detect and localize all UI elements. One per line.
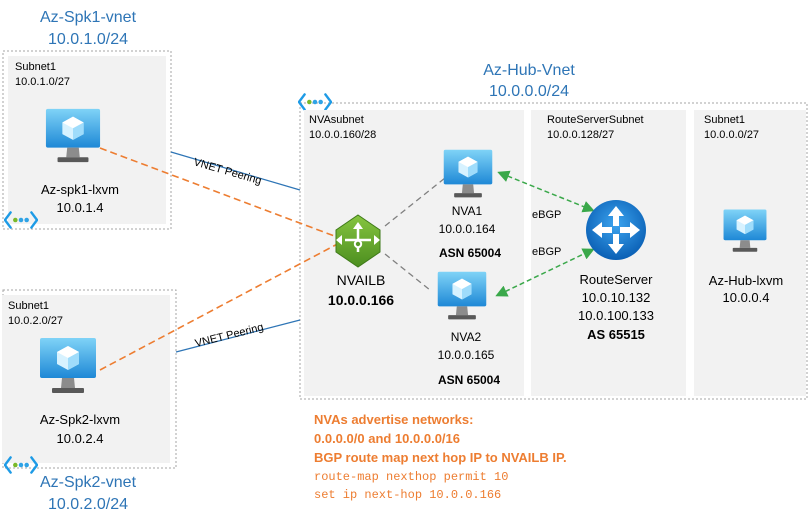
hub-subnet1-name: Subnet1 xyxy=(704,114,745,126)
route-server-ip1: 10.0.10.132 xyxy=(582,290,651,305)
spk2-vnet-title: Az-Spk2-vnet xyxy=(40,474,137,491)
ebgp-label-bottom: eBGP xyxy=(532,246,561,258)
hub-vnet-icon xyxy=(298,93,332,111)
note-code1: route-map nexthop permit 10 xyxy=(314,470,508,484)
hub-vnet-box xyxy=(299,102,808,400)
hub-vm-ip: 10.0.0.4 xyxy=(723,290,770,305)
rs-subnet-cidr: 10.0.0.128/27 xyxy=(547,129,614,141)
route-server-icon xyxy=(586,200,646,260)
spk2-subnet-cidr: 10.0.2.0/27 xyxy=(8,315,63,327)
route-server-ip2: 10.0.100.133 xyxy=(578,308,654,323)
ebgp-link-nva1 xyxy=(497,170,595,213)
spk1-subnet-cidr: 10.0.1.0/27 xyxy=(15,76,70,88)
hub-vnet-title: Az-Hub-Vnet xyxy=(483,62,575,79)
peering-label-bottom: VNET Peering xyxy=(194,321,265,350)
route-server-name: RouteServer xyxy=(580,272,654,287)
spk2-subnet-name: Subnet1 xyxy=(8,300,49,312)
note-line3: BGP route map next hop IP to NVAILB IP. xyxy=(314,450,567,465)
nva-subnet-name: NVAsubnet xyxy=(309,114,364,126)
nva2-name: NVA2 xyxy=(451,330,482,344)
spk1-subnet-name: Subnet1 xyxy=(15,61,56,73)
hub-vnet-cidr: 10.0.0.0/24 xyxy=(489,83,569,100)
spk2-vm-name: Az-Spk2-lxvm xyxy=(40,412,120,427)
nvailb-icon xyxy=(335,214,381,268)
spk2-traffic-path xyxy=(99,239,346,371)
hub-vm-name: Az-Hub-lxvm xyxy=(709,273,783,288)
nva-subnet-cidr: 10.0.0.160/28 xyxy=(309,129,376,141)
spk1-vnet-cidr: 10.0.1.0/24 xyxy=(48,31,128,48)
nva1-ip: 10.0.0.164 xyxy=(439,222,496,236)
note-line2: 0.0.0.0/0 and 10.0.0.0/16 xyxy=(314,431,460,446)
spk2-subnet-box xyxy=(2,295,170,463)
ebgp-link-nva2 xyxy=(495,248,595,297)
peering-label-top: VNET Peering xyxy=(192,156,263,187)
spk1-vm-ip: 10.0.1.4 xyxy=(57,200,104,215)
hub-subnet1-cidr: 10.0.0.0/27 xyxy=(704,129,759,141)
spk2-vnet-cidr: 10.0.2.0/24 xyxy=(48,496,128,513)
route-server-asn: AS 65515 xyxy=(587,327,645,342)
spk1-vm-name: Az-spk1-lxvm xyxy=(41,182,119,197)
spk1-vnet-title: Az-Spk1-vnet xyxy=(40,9,137,26)
note-code2: set ip next-hop 10.0.0.166 xyxy=(314,488,501,502)
note-line1: NVAs advertise networks: xyxy=(314,412,473,427)
peering-line-spk1 xyxy=(170,151,301,191)
spk1-vnet-box xyxy=(2,50,172,230)
nva2-asn: ASN 65004 xyxy=(438,373,500,387)
ebgp-label-top: eBGP xyxy=(532,209,561,221)
rs-subnet-name: RouteServerSubnet xyxy=(547,114,644,126)
nva2-ip: 10.0.0.165 xyxy=(438,348,495,362)
nvailb-name: NVAILB xyxy=(337,272,386,288)
peering-line-spk2 xyxy=(175,319,301,353)
nvailb-ip: 10.0.0.166 xyxy=(328,292,394,308)
hub-subnet1-box xyxy=(694,110,806,396)
spk2-vm-ip: 10.0.2.4 xyxy=(57,431,104,446)
lb-nva1-link xyxy=(384,177,446,227)
nva1-asn: ASN 65004 xyxy=(439,246,501,260)
nva1-name: NVA1 xyxy=(452,204,483,218)
